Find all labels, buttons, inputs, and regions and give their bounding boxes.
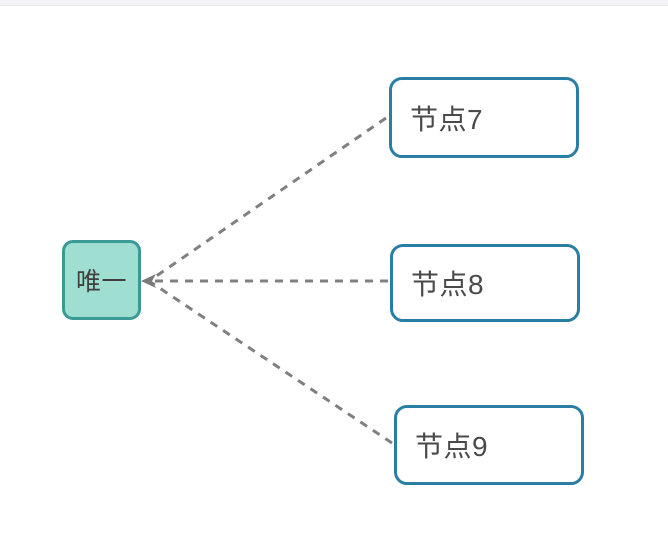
graph-node-9[interactable]: 节点9 (394, 405, 584, 485)
graph-node-root-label: 唯一 (75, 268, 127, 296)
edge-node7-to-root[interactable] (151, 116, 387, 281)
edge-arrowhead-icon (141, 274, 156, 288)
graph-node-root[interactable]: 唯一 (62, 240, 141, 320)
graph-node-7[interactable]: 节点7 (389, 77, 579, 158)
graph-node-8[interactable]: 节点8 (390, 244, 580, 322)
top-chrome-strip (0, 0, 668, 6)
edge-node9-to-root[interactable] (151, 281, 393, 445)
graph-node-7-label: 节点7 (410, 103, 484, 135)
graph-node-8-label: 节点8 (411, 269, 485, 300)
graph-node-9-label: 节点9 (415, 431, 489, 462)
